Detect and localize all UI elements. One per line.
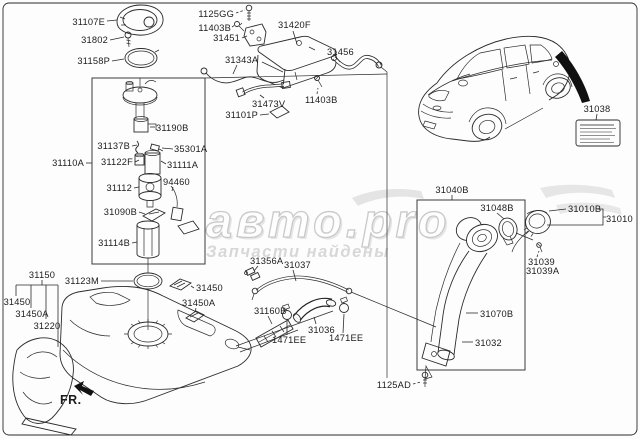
part-label-31039: 31039 (528, 257, 555, 267)
mirror-icon (458, 79, 468, 87)
part-label-1125AD: 1125AD (377, 380, 411, 390)
part-label-31040B: 31040B (435, 185, 468, 195)
fr-direction-arrow-icon (74, 381, 94, 396)
fr-direction-label: FR. (60, 393, 82, 407)
part-label-11403B-a: 11403B (198, 23, 231, 33)
part-label-31450A-top: 31450A (182, 298, 216, 308)
part-label-31160B: 31160B (254, 306, 287, 316)
part-label-31101P: 31101P (225, 110, 258, 120)
caution-label-drawing (575, 113, 621, 147)
part-label-31158P: 31158P (77, 56, 110, 66)
filler-packing-drawing (498, 217, 518, 246)
vapor-tube-drawing (200, 67, 285, 84)
protector-tube-drawing (235, 80, 291, 98)
vent-hose-drawing (330, 54, 383, 70)
part-label-31048B: 31048B (480, 203, 513, 213)
part-label-31123M: 31123M (65, 276, 99, 286)
part-label-31137B: 31137B (97, 141, 130, 151)
watermark-swoosh (556, 202, 622, 215)
protector-tube-drawing (255, 319, 294, 348)
part-label-31190B: 31190B (156, 123, 189, 133)
screw-icon (234, 21, 245, 32)
front-wheel (471, 113, 503, 141)
vehicle-illustration (418, 35, 590, 142)
part-label-31420F: 31420F (278, 20, 311, 30)
rear-wheel (545, 77, 571, 99)
part-label-1471EE-a: 1471EE (272, 335, 306, 345)
part-label-35301A: 35301A (174, 144, 208, 154)
part-label-31122F: 31122F (101, 157, 133, 167)
watermark: авто.pro авто.pro Запчасти найдены (205, 184, 622, 261)
part-label-31356A: 31356A (250, 256, 284, 266)
watermark-swoosh (352, 189, 424, 206)
pump-plate-cover-drawing (116, 4, 164, 68)
bolt-icon (245, 4, 253, 21)
fuel-tank-drawing (59, 278, 252, 405)
part-label-1125GG: 1125GG (198, 9, 234, 19)
part-label-31111A: 31111A (167, 160, 199, 170)
part-labels: 31107E 31802 31158P 1125GG 11403B 31451 … (4, 9, 633, 407)
part-label-31010B: 31010B (568, 204, 601, 214)
clamp-icon (282, 303, 292, 320)
pump-module-drawing (122, 78, 200, 259)
part-label-31112: 31112 (107, 183, 132, 193)
part-label-31114B: 31114B (98, 238, 130, 248)
part-label-31010: 31010 (606, 214, 633, 224)
hose-drawings (235, 266, 437, 353)
part-label-31039A: 31039A (526, 266, 560, 276)
connector-drawing (244, 266, 261, 282)
bolt-icon (421, 371, 429, 387)
clip-icon (135, 140, 139, 154)
part-label-31450-top: 31450 (196, 283, 223, 293)
part-label-11403B-b: 11403B (305, 95, 338, 105)
filler-neck-box (416, 199, 526, 371)
headlight-icon (428, 89, 450, 102)
packing-oring-drawing (133, 272, 163, 290)
part-label-31802: 31802 (81, 35, 108, 45)
bolt-icon (124, 31, 132, 48)
fuel-door-icon (553, 61, 559, 67)
part-label-31070B: 31070B (480, 309, 513, 319)
watermark-swoosh (540, 184, 615, 198)
part-label-31456: 31456 (327, 47, 354, 57)
part-label-31450A-left: 31450A (15, 309, 49, 319)
part-label-31037: 31037 (284, 260, 311, 270)
part-label-31107E: 31107E (72, 17, 105, 27)
canister-label-plate (269, 105, 290, 119)
part-label-31473V: 31473V (252, 99, 286, 109)
part-label-31090B: 31090B (104, 207, 137, 217)
part-label-31451: 31451 (213, 33, 240, 43)
bracket-callout-lines (15, 280, 59, 347)
tank-protector-drawing (12, 337, 77, 436)
watermark-logo-shadow: авто.pro (208, 196, 453, 249)
watermark-tagline: Запчасти найдены (206, 243, 390, 261)
part-label-31220: 31220 (34, 321, 61, 331)
part-label-94460: 94460 (163, 177, 190, 187)
fuel-door-pointer-stripe (555, 51, 590, 103)
tank-pad-drawing (185, 310, 205, 323)
part-label-31038: 31038 (584, 104, 611, 114)
fuel-cap-drawing (511, 209, 551, 253)
part-label-31450-left: 31450 (4, 297, 31, 307)
part-label-1471EE-b: 1471EE (329, 333, 363, 343)
flange-hatch (124, 319, 172, 349)
pump-module-box (91, 77, 206, 265)
filler-neck-drawing (421, 217, 534, 380)
part-label-31036: 31036 (308, 325, 335, 335)
part-label-31343A: 31343A (225, 55, 259, 65)
part-label-31110A: 31110A (52, 158, 84, 168)
part-label-31150: 31150 (29, 270, 55, 280)
watermark-logo: авто.pro (206, 194, 451, 247)
clamp-icon (339, 296, 349, 313)
tank-pad-drawing (169, 278, 192, 291)
part-label-31032: 31032 (475, 338, 502, 348)
canister-bracket-shape (243, 23, 267, 47)
